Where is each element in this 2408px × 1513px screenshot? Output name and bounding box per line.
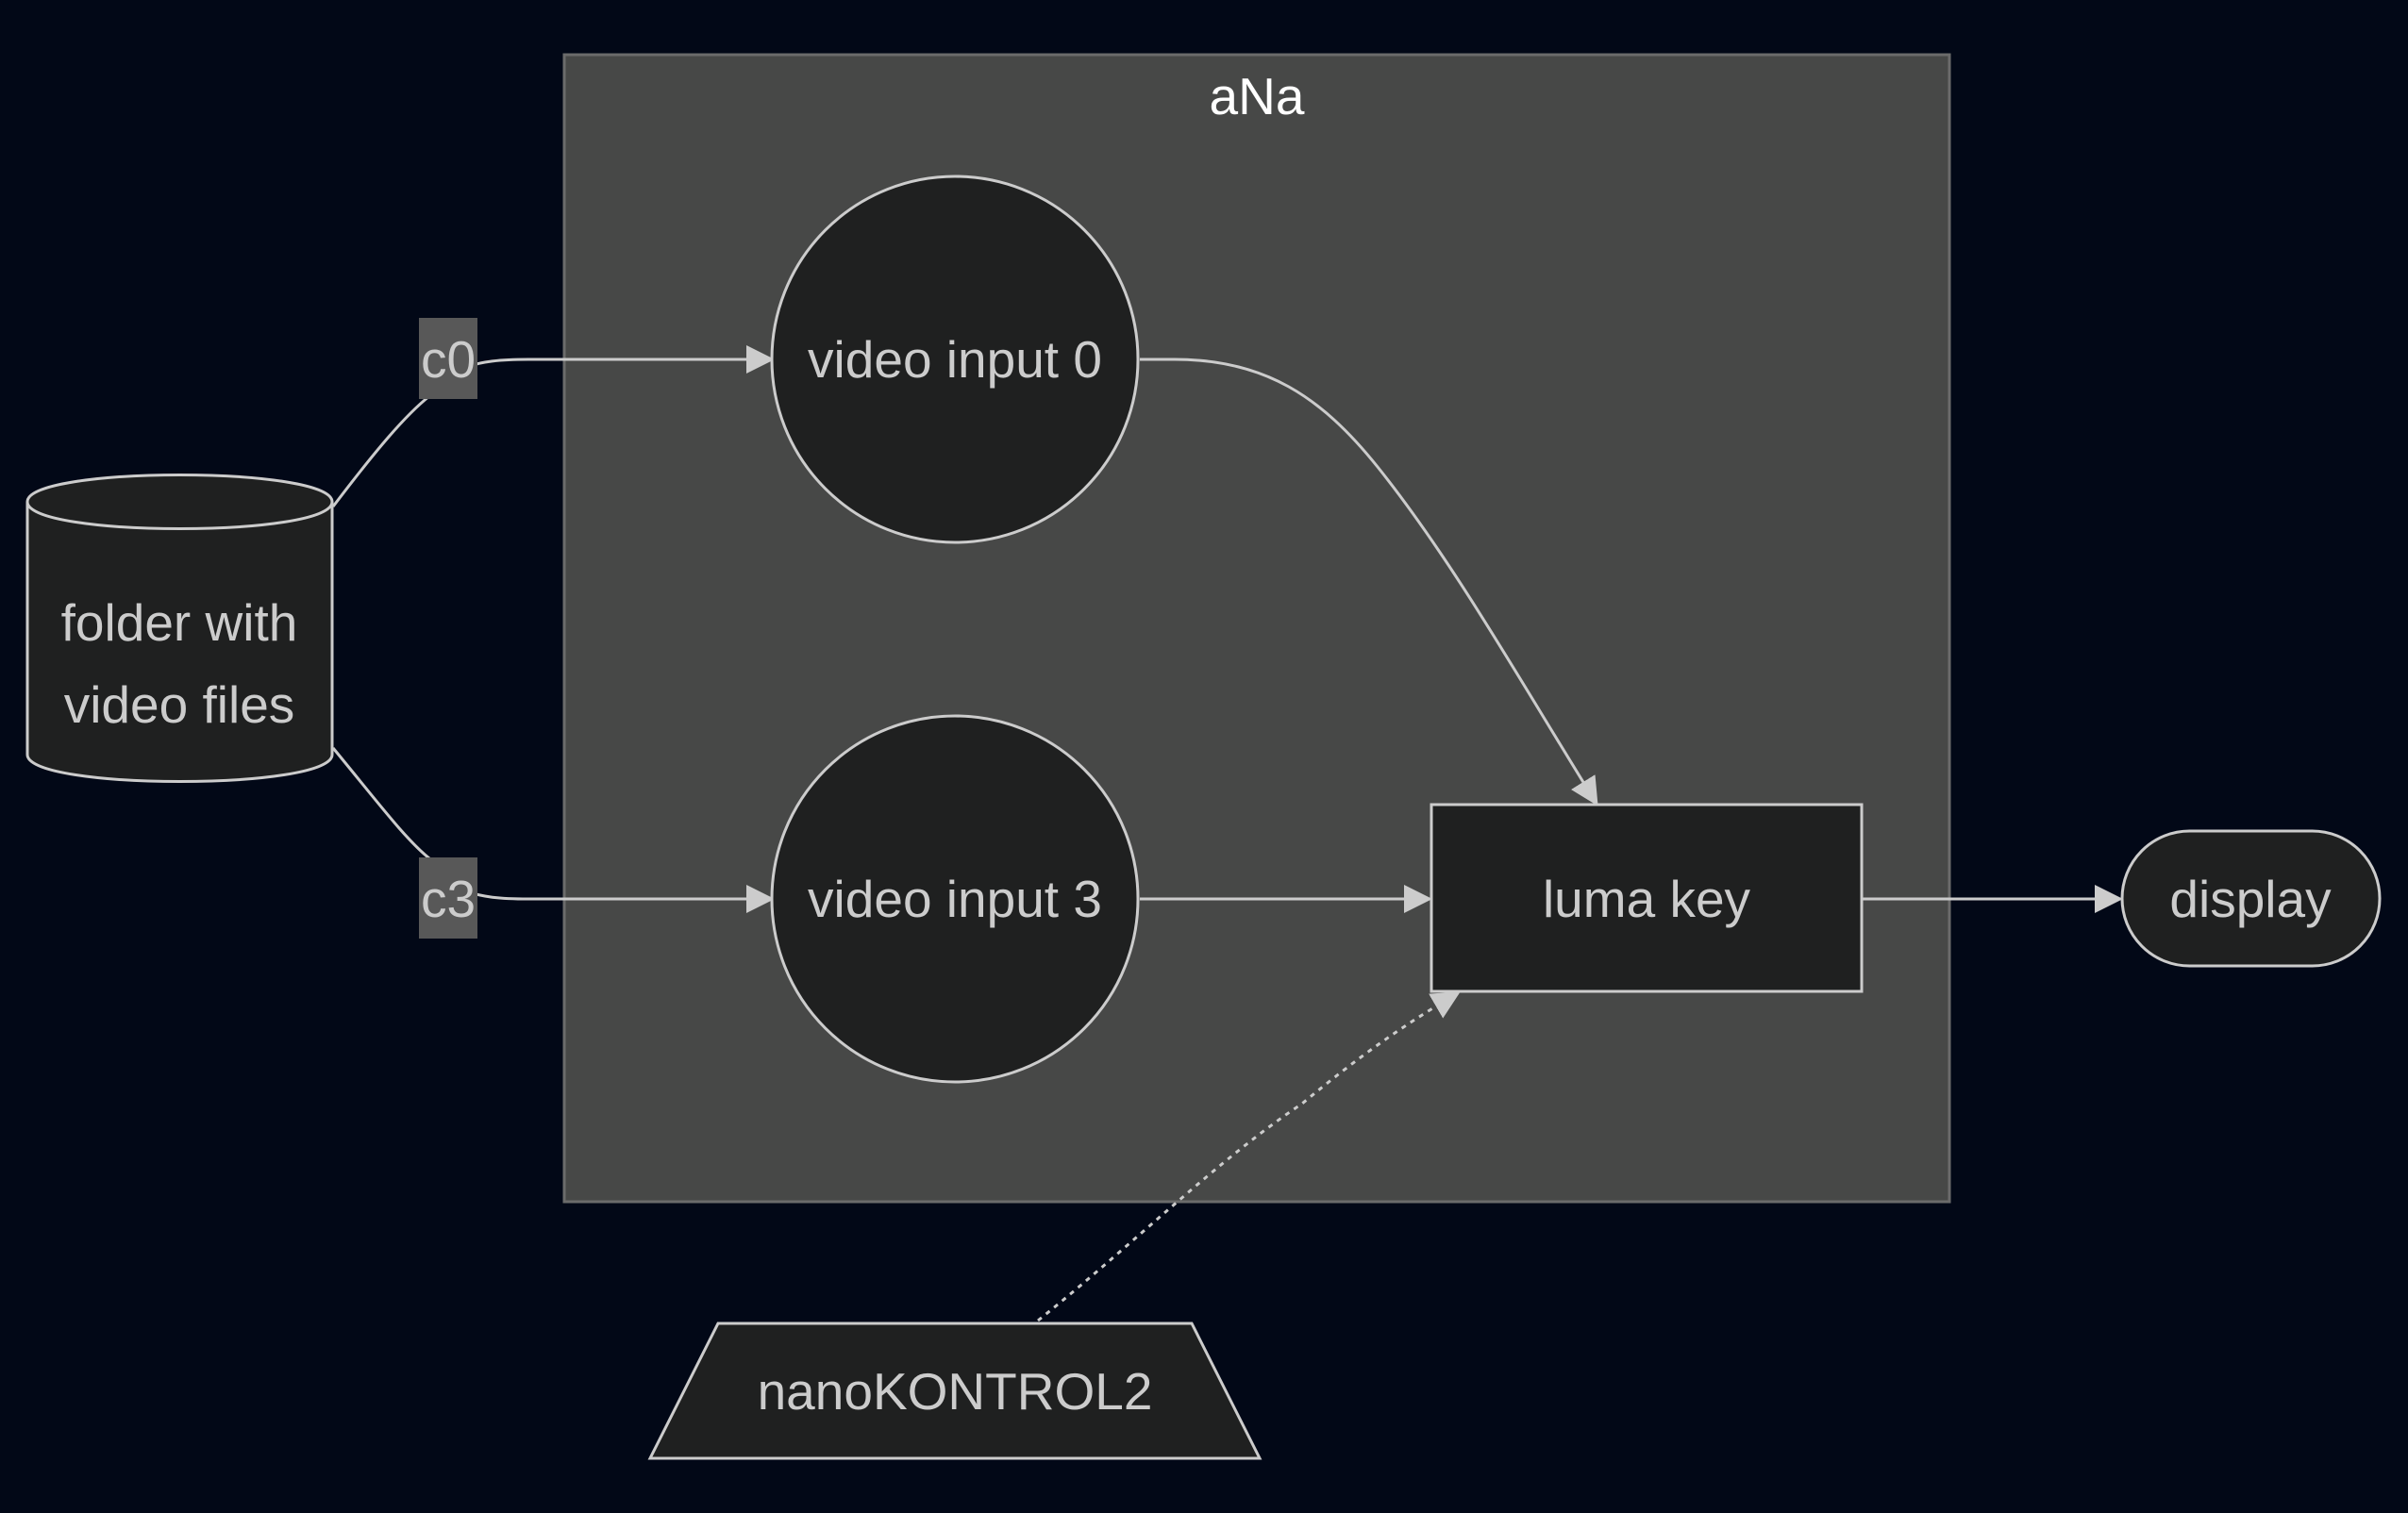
rect-luma-key <box>1430 803 1864 993</box>
folder-label-line2: video files <box>64 675 295 734</box>
node-luma-key: luma key <box>1430 803 1864 993</box>
edge-label-c3-bg <box>419 857 477 939</box>
cylinder-body <box>25 474 334 783</box>
edge-label-c3-text: c3 <box>421 870 476 928</box>
trapezoid-nano <box>647 1322 1263 1460</box>
node-folder: folder with video files <box>25 474 334 783</box>
nanokontrol2-label: nanoKONTROL2 <box>758 1362 1153 1421</box>
edge-label-c0-text: c0 <box>421 330 476 389</box>
stadium-display <box>2120 829 2382 968</box>
cluster-title: aNa <box>1210 67 1305 125</box>
circle-input0 <box>770 175 1140 544</box>
cluster-ana: aNa <box>562 53 1951 1204</box>
edge-label-c3: c3 <box>419 857 477 939</box>
video-input-3-label: video input 3 <box>808 870 1102 928</box>
node-video-input-3: video input 3 <box>770 714 1140 1084</box>
edge-label-c0-bg <box>419 318 477 399</box>
display-label: display <box>2169 870 2332 928</box>
edge-input0-to-luma <box>1140 357 1598 806</box>
cylinder-rim <box>25 501 334 530</box>
luma-key-label: luma key <box>1543 870 1751 928</box>
edge-label-c0: c0 <box>419 318 477 399</box>
node-display: display <box>2120 829 2382 968</box>
folder-label-line1: folder with <box>61 593 298 652</box>
node-nanokontrol2: nanoKONTROL2 <box>647 1322 1263 1460</box>
video-input-0-label: video input 0 <box>808 330 1102 389</box>
cluster-box <box>562 53 1951 1204</box>
circle-input3 <box>770 714 1140 1084</box>
node-video-input-0: video input 0 <box>770 175 1140 544</box>
